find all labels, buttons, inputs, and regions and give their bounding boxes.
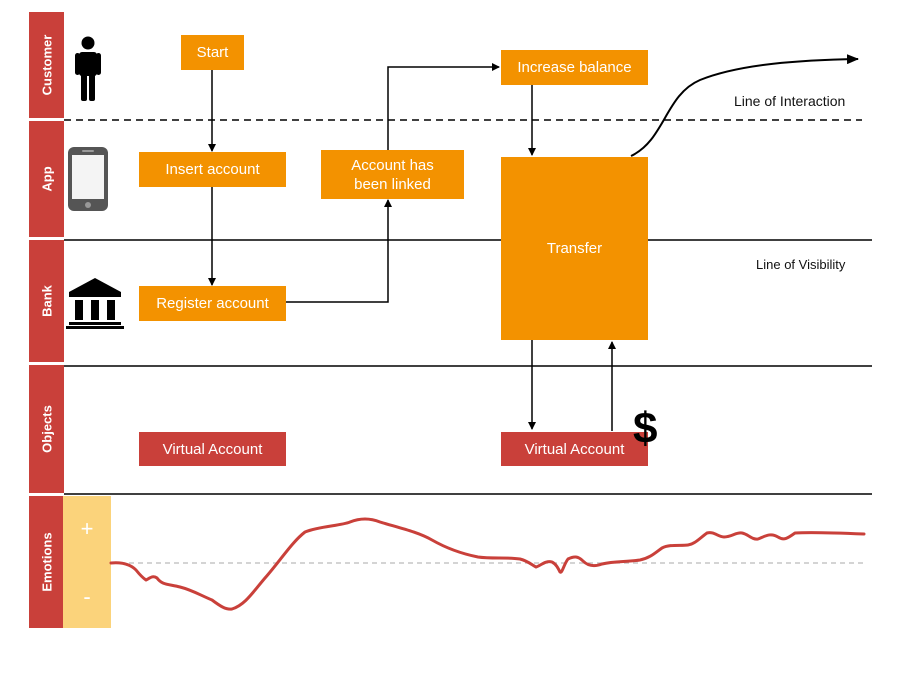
- account-linked-box: Account has been linked: [321, 150, 464, 199]
- line-of-interaction-label: Line of Interaction: [734, 93, 846, 109]
- increase-balance-label: Increase balance: [517, 59, 632, 76]
- virtual-account-right-label: Virtual Account: [524, 440, 625, 458]
- arrow-register-to-linked: [286, 199, 392, 303]
- start-box: Start: [181, 35, 244, 70]
- emotion-curve: [109, 517, 866, 611]
- phone-icon: [68, 147, 108, 211]
- virtual-account-left-label: Virtual Account: [162, 440, 263, 458]
- account-linked-line2: been linked: [354, 175, 431, 193]
- increase-balance-box: Increase balance: [501, 50, 648, 85]
- virtual-account-right-box: Virtual Account: [501, 432, 648, 466]
- transfer-box: Transfer: [501, 157, 648, 340]
- person-icon: [75, 36, 101, 101]
- insert-account-label: Insert account: [165, 161, 260, 178]
- register-account-box: Register account: [139, 286, 286, 321]
- virtual-account-left-box: Virtual Account: [139, 432, 286, 466]
- insert-account-box: Insert account: [139, 152, 286, 187]
- lane-app: App: [29, 121, 64, 237]
- lane-emotions: Emotions: [29, 496, 64, 628]
- arrow-linked-to-increase: [387, 63, 500, 150]
- register-account-label: Register account: [156, 295, 269, 312]
- lane-bank: Bank: [29, 240, 64, 362]
- transfer-label: Transfer: [546, 240, 603, 257]
- lane-objects: Objects: [29, 365, 64, 493]
- bank-icon: [66, 278, 124, 329]
- emotions-minus: -: [83, 584, 91, 609]
- line-of-visibility-label: Line of Visibility: [756, 257, 846, 272]
- emotions-scale: + -: [63, 496, 111, 628]
- account-linked-line1: Account has: [351, 156, 434, 174]
- arrow-transfer-to-customer: [630, 54, 859, 157]
- lane-customer: Customer: [29, 12, 64, 118]
- emotions-plus: +: [80, 516, 94, 541]
- dollar-icon: $: [633, 404, 658, 453]
- start-label: Start: [196, 44, 229, 61]
